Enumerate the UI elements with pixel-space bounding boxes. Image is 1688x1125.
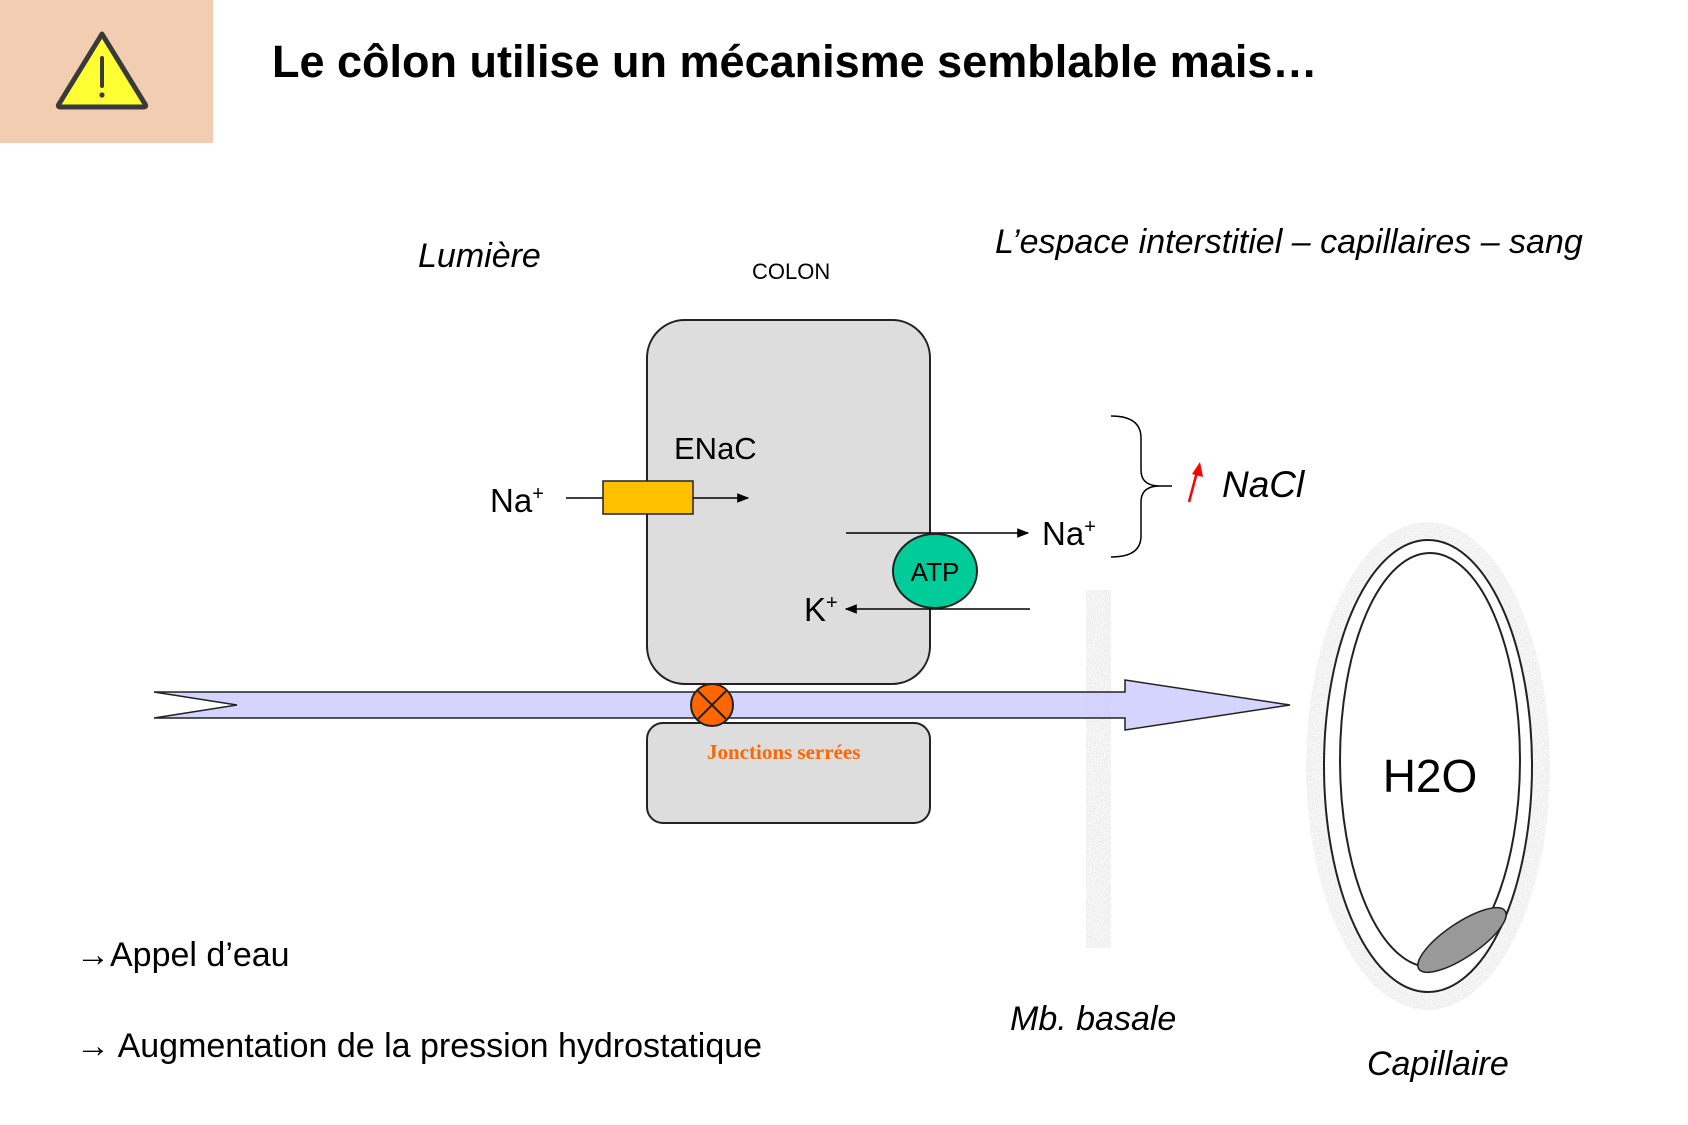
page-title: Le côlon utilise un mécanisme semblable … xyxy=(272,36,1318,87)
atp-label: ATP xyxy=(911,557,960,587)
mb-basale-label: Mb. basale xyxy=(1010,1000,1176,1038)
tight-junction-icon xyxy=(690,683,734,727)
na-left-label: Na+ xyxy=(490,482,544,519)
increase-arrow-icon xyxy=(1187,462,1203,503)
na-right-label: Na+ xyxy=(1042,515,1096,552)
capillary-cell xyxy=(1417,906,1507,974)
lumiere-label: Lumière xyxy=(418,237,541,275)
warning-triangle-icon xyxy=(55,31,149,110)
h2o-label: H2O xyxy=(1383,750,1478,802)
warning-box xyxy=(0,0,213,143)
k-label: K+ xyxy=(804,591,838,628)
enac-label: ENaC xyxy=(674,431,757,466)
interstitial-label: L’espace interstitiel – capillaires – sa… xyxy=(995,223,1583,261)
colon-label: COLON xyxy=(752,259,830,284)
bullet-appel-eau: →Appel d’eau xyxy=(76,936,290,974)
bullet-pression-hydrostatique: → Augmentation de la pression hydrostati… xyxy=(76,1027,763,1065)
capillaire-label: Capillaire xyxy=(1367,1045,1509,1083)
nacl-label: NaCl xyxy=(1222,464,1306,505)
capillary xyxy=(1306,522,1550,1010)
basement-membrane xyxy=(1086,590,1111,948)
nacl-brace xyxy=(1110,415,1161,558)
atp-pump xyxy=(892,533,978,609)
colon-cell-lower xyxy=(646,722,931,824)
enac-channel xyxy=(602,480,694,515)
tight-junction-label: Jonctions serrées xyxy=(707,740,860,764)
